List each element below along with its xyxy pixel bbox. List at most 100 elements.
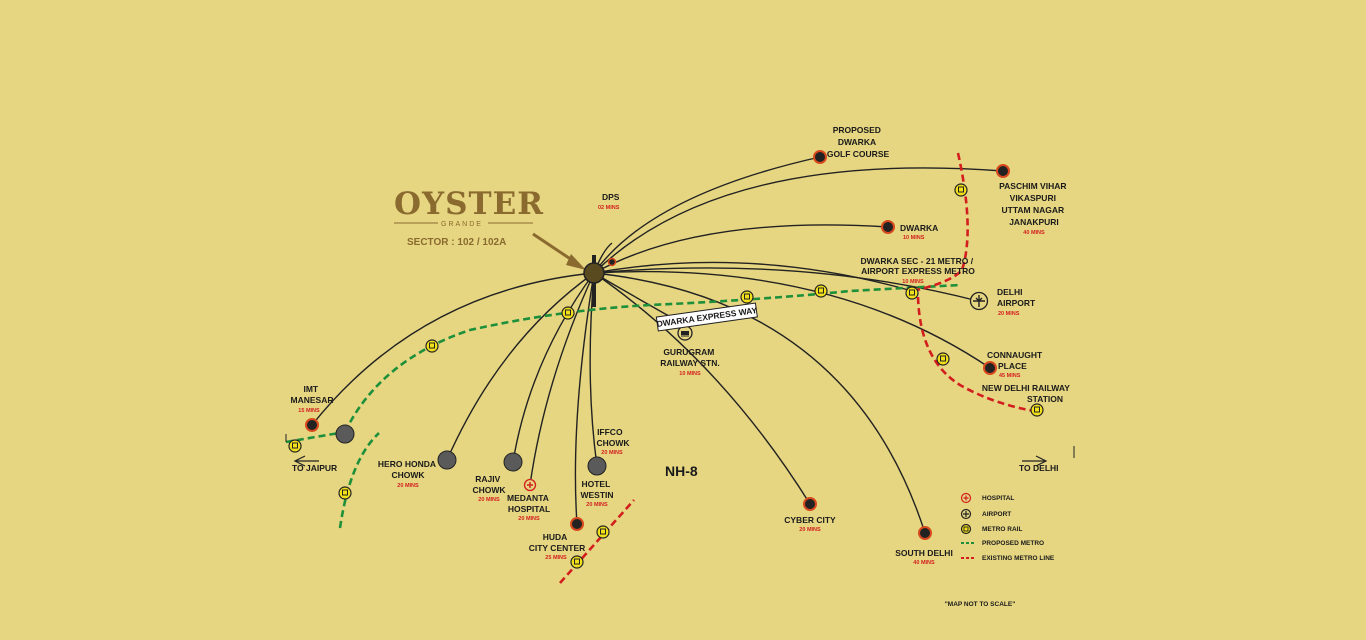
scale-note: "MAP NOT TO SCALE" — [945, 601, 1016, 608]
label-imt-manesar: IMT MANESAR — [291, 384, 334, 405]
label-medanta: MEDANTA HOSPITAL — [507, 493, 551, 514]
location-labels: PROPOSED DWARKA GOLF COURSE PASCHIM VIHA… — [291, 125, 1072, 566]
hospital-icon — [523, 478, 537, 492]
marker-connaught — [983, 361, 997, 375]
legend-hospital: HOSPITAL — [982, 495, 1014, 502]
route-rajiv-chowk — [512, 272, 595, 463]
marker-junction-manesar — [335, 424, 355, 444]
label-gurugram-rly: GURUGRAM RAILWAY STN. — [660, 347, 720, 368]
marker-paschim-vihar — [996, 164, 1010, 178]
metro-icon — [954, 183, 968, 197]
metro-icon — [288, 439, 302, 453]
time-paschim-vihar: 40 MINS — [1023, 230, 1045, 236]
marker-dwarka — [881, 220, 895, 234]
route-south-delhi — [593, 272, 926, 534]
label-golf-course: PROPOSED DWARKA GOLF COURSE — [827, 125, 890, 159]
time-south-delhi: 40 MINS — [913, 560, 935, 566]
route-hero-honda — [446, 272, 595, 461]
time-dps: 02 MINS — [598, 205, 620, 211]
legend-metro-rail: METRO RAIL — [982, 526, 1022, 533]
route-golf-course — [593, 156, 821, 274]
arrow-right-icon — [1022, 455, 1048, 467]
arrow-left-icon — [293, 455, 319, 467]
time-delhi-airport: 20 MINS — [998, 311, 1020, 317]
label-connaught: CONNAUGHT PLACE — [987, 350, 1045, 371]
metro-stations — [288, 183, 1044, 569]
metro-icon — [1030, 403, 1044, 417]
label-huda: HUDA CITY CENTER — [529, 532, 586, 553]
label-rajiv-chowk: RAJIV CHOWK — [472, 474, 506, 495]
label-cyber-city: CYBER CITY — [784, 515, 836, 525]
metro-icon — [561, 306, 575, 320]
route-airport — [593, 267, 979, 302]
metro-icon — [936, 352, 950, 366]
airport-icon — [960, 508, 972, 520]
marker-dps — [607, 257, 617, 267]
to-jaipur-label: TO JAIPUR — [292, 463, 337, 473]
metro-icon — [425, 339, 439, 353]
marker-iffco-chowk — [587, 456, 607, 476]
marker-golf-course — [813, 150, 827, 164]
metro-icon — [338, 486, 352, 500]
time-imt-manesar: 15 MINS — [298, 408, 320, 414]
marker-huda — [570, 517, 584, 531]
label-hotel-westin: HOTEL WESTIN — [580, 479, 613, 500]
time-hotel-westin: 20 MINS — [586, 502, 608, 508]
time-huda: 25 MINS — [545, 555, 567, 561]
project-sector: SECTOR : 102 / 102A — [407, 237, 506, 248]
route-paschim-vihar — [593, 167, 1004, 274]
legend-proposed-metro: PROPOSED METRO — [982, 540, 1044, 547]
route-lines — [311, 156, 1004, 534]
pointer-arrow-icon — [532, 232, 576, 264]
metro-icon — [740, 290, 754, 304]
label-dwarka-sec21: DWARKA SEC - 21 METRO / AIRPORT EXPRESS … — [861, 256, 976, 276]
route-connaught — [593, 270, 991, 369]
label-dwarka: DWARKA — [900, 223, 938, 233]
legend-existing-metro: EXISTING METRO LINE — [982, 555, 1055, 562]
metro-icon — [596, 525, 610, 539]
label-dps: DPS — [602, 192, 620, 202]
label-hero-honda: HERO HONDA CHOWK — [378, 459, 438, 480]
route-imt-manesar — [311, 272, 595, 426]
route-medanta — [529, 272, 595, 486]
metro-icon — [570, 555, 584, 569]
map-legend: HOSPITAL AIRPORT METRO RAIL PROPOSED MET… — [960, 492, 1055, 562]
marker-cyber-city — [803, 497, 817, 511]
route-dwarka — [593, 224, 889, 274]
nh8-label: NH-8 — [665, 463, 698, 479]
route-cyber-city — [593, 272, 811, 505]
project-title: OYSTER — [394, 186, 544, 222]
time-dwarka-sec21: 10 MINS — [902, 279, 924, 285]
project-site — [532, 232, 605, 307]
time-iffco: 20 MINS — [601, 450, 623, 456]
project-marker — [583, 262, 605, 284]
marker-hero-honda — [437, 450, 457, 470]
time-rajiv-chowk: 20 MINS — [478, 497, 500, 503]
metro-icon — [814, 284, 828, 298]
project-subtitle: GRANDE — [441, 221, 483, 228]
time-connaught: 45 MINS — [999, 373, 1021, 379]
label-south-delhi: SOUTH DELHI — [895, 548, 953, 558]
time-gurugram-rly: 10 MINS — [679, 371, 701, 377]
expressway-sign: DWARKA EXPRESS WAY — [655, 302, 758, 332]
label-iffco: IFFCO CHOWK — [596, 427, 630, 448]
route-dwarka-sec21 — [593, 261, 913, 292]
expressway-label: DWARKA EXPRESS WAY — [656, 305, 758, 329]
marker-south-delhi — [918, 526, 932, 540]
time-medanta: 20 MINS — [518, 516, 540, 522]
hospital-icon — [960, 492, 972, 504]
label-delhi-airport: DELHI AIRPORT — [997, 287, 1036, 308]
legend-airport: AIRPORT — [982, 511, 1011, 518]
marker-rajiv-chowk — [503, 452, 523, 472]
time-hero-honda: 20 MINS — [397, 483, 419, 489]
metro-icon — [905, 286, 919, 300]
destination-markers — [305, 150, 1010, 540]
marker-imt-manesar — [305, 418, 319, 432]
airport-icon — [969, 291, 989, 311]
to-delhi-label: TO DELHI — [1019, 463, 1059, 473]
label-paschim-vihar: PASCHIM VIHAR VIKASPURI UTTAM NAGAR JANA… — [999, 181, 1069, 227]
time-dwarka: 10 MINS — [903, 235, 925, 241]
time-cyber-city: 20 MINS — [799, 527, 821, 533]
label-nd-railway: NEW DELHI RAILWAY STATION — [982, 383, 1072, 404]
